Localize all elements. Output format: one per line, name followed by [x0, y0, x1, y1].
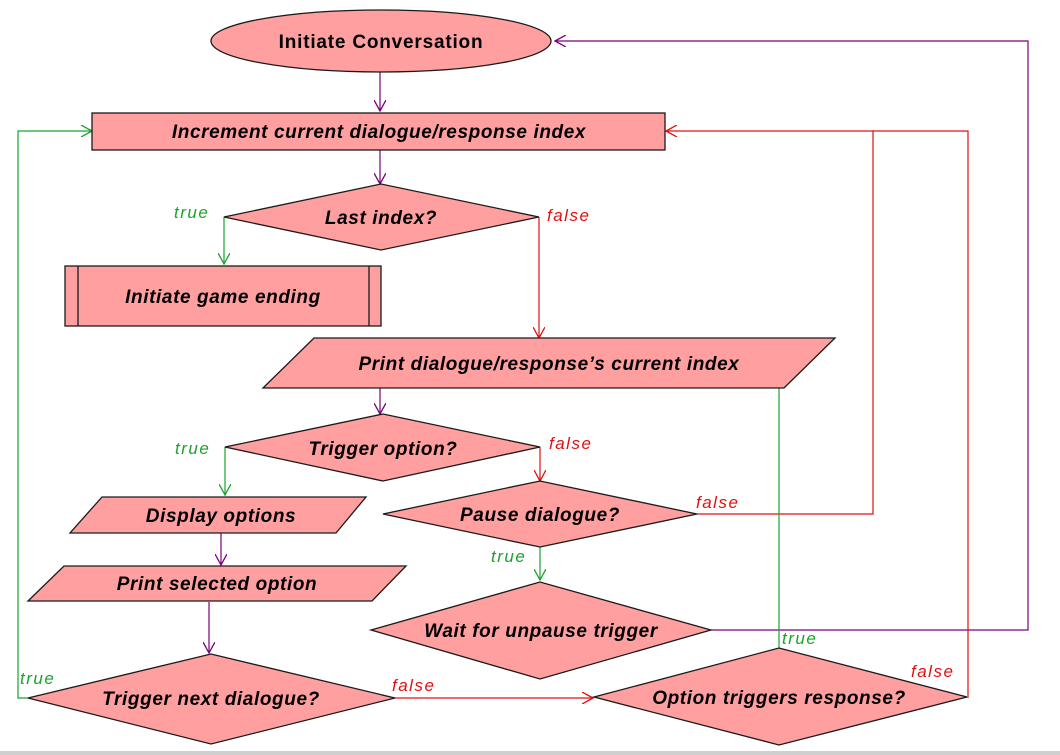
- bottom-rule: [0, 751, 1060, 755]
- display-options-io: [68, 496, 368, 534]
- option-response-true-label: true: [782, 629, 817, 648]
- print-index-io: [261, 337, 837, 389]
- pause-dialogue-label: Pause dialogue?: [460, 505, 620, 526]
- trigger-next-false-label: false: [392, 676, 435, 695]
- display-options-label: Display options: [146, 506, 296, 527]
- game-ending-process: [64, 265, 382, 327]
- increment-node-label: Increment current dialogue/response inde…: [172, 122, 587, 143]
- print-index-label: Print dialogue/response’s current index: [359, 354, 741, 375]
- trigger-next-decision: [27, 653, 396, 745]
- edge-trigger-next-true: [17, 131, 92, 699]
- edge-option-response-false: [873, 130, 969, 698]
- wait-unpause-label: Wait for unpause trigger: [424, 621, 659, 642]
- option-response-decision: [591, 647, 968, 746]
- edge-pause-false-to-increment: [666, 131, 874, 515]
- trigger-next-true-label: true: [20, 669, 55, 688]
- last-index-false-label: false: [547, 206, 590, 225]
- start-node: [210, 9, 552, 73]
- start-node-label: Initiate Conversation: [279, 32, 484, 53]
- print-selected-label: Print selected option: [117, 574, 318, 595]
- last-index-true-label: true: [174, 203, 209, 222]
- wait-unpause-decision: [368, 581, 714, 680]
- pause-dialogue-decision: [382, 480, 698, 548]
- option-response-false-label: false: [911, 662, 954, 681]
- print-selected-io: [26, 565, 408, 602]
- game-ending-label: Initiate game ending: [125, 287, 321, 308]
- trigger-next-label: Trigger next dialogue?: [102, 689, 320, 710]
- edge-wait-to-start: [555, 41, 1029, 631]
- trigger-option-false-label: false: [549, 434, 592, 453]
- pause-true-label: true: [491, 547, 526, 566]
- option-response-label: Option triggers response?: [652, 688, 906, 709]
- pause-false-label: false: [696, 493, 739, 512]
- last-index-label: Last index?: [325, 208, 437, 229]
- trigger-option-true-label: true: [175, 439, 210, 458]
- trigger-option-label: Trigger option?: [308, 439, 457, 460]
- last-index-decision: [223, 183, 540, 251]
- increment-node: [91, 112, 666, 151]
- trigger-option-decision: [224, 413, 541, 482]
